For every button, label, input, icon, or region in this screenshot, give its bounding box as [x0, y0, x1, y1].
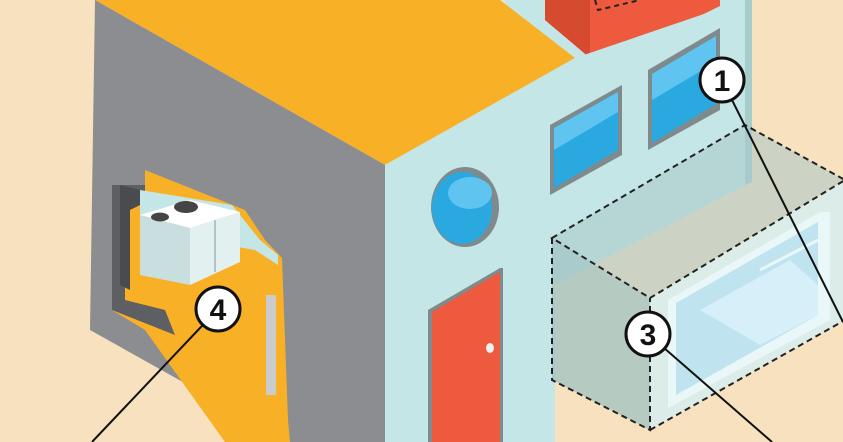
- callout-4-label: 4: [210, 294, 227, 327]
- round-window-highlight: [448, 177, 492, 209]
- callout-1-label: 1: [714, 65, 731, 98]
- door-knob: [486, 343, 494, 353]
- washer-lid: [174, 201, 198, 213]
- callout-3-label: 3: [640, 319, 657, 352]
- pipe: [266, 295, 276, 395]
- dryer-lid: [151, 213, 169, 222]
